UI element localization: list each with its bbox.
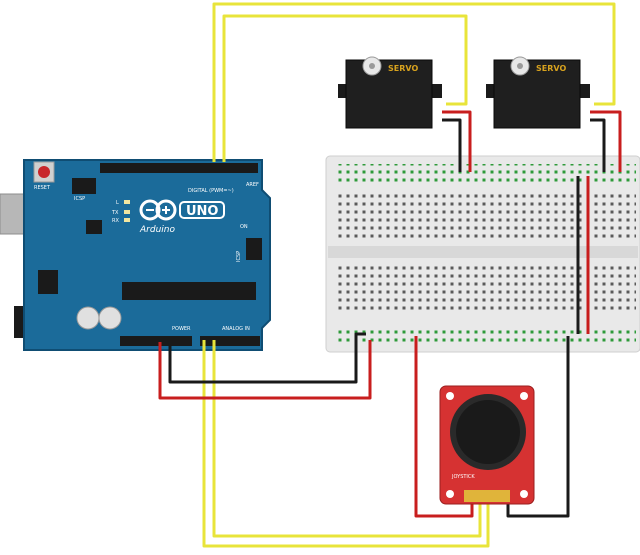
breadboard-grid-bottom (336, 264, 636, 312)
breadboard-grid-top (336, 192, 636, 240)
icsp2-header (72, 178, 96, 194)
wire-ground-joystick (506, 336, 570, 518)
wire-signal-joystick-2 (212, 340, 482, 538)
joystick-label: JOYSTICK (451, 474, 475, 480)
breadboard-channel (328, 246, 638, 258)
servo-left-tab-right (430, 84, 442, 98)
servo-right: SERVO (486, 56, 590, 129)
arduino-text: Arduino (139, 225, 175, 235)
on-led-label: ON (240, 224, 248, 230)
led-label-l: L (116, 200, 119, 206)
wire-power-arduino (158, 340, 372, 400)
aref-label: AREF (246, 182, 259, 188)
servo-left: SERVO (338, 56, 442, 129)
joystick-header (464, 490, 510, 502)
wire-signal-servo-right (212, 2, 616, 162)
analog-header (200, 336, 260, 346)
wire-ground-servo-left (442, 118, 462, 172)
analog-label: ANALOG IN (222, 326, 250, 332)
wire-power-servo-left (442, 110, 472, 172)
joystick-mount-hole-bl (446, 490, 454, 498)
joystick-cap (456, 400, 520, 464)
power-label: POWER (172, 326, 191, 332)
reset-button-cap (38, 166, 50, 178)
capacitor-2 (98, 306, 122, 330)
joystick-mount-hole-tl (446, 392, 454, 400)
servo-right-tab-right (578, 84, 590, 98)
icsp-label: ICSP (236, 251, 242, 262)
joystick-module: JOYSTICK (439, 385, 535, 505)
reset-label: RESET (34, 185, 51, 191)
servo-left-label: SERVO (388, 64, 418, 73)
atmega-chip (122, 282, 256, 300)
led-label-rx: RX (112, 218, 119, 224)
usb-chip (86, 220, 102, 234)
wire-power-servo-right (590, 110, 622, 172)
arduino-pcb (23, 159, 271, 351)
header-digital-label: DIGITAL (PWM=~) (188, 188, 234, 194)
power-header (120, 336, 192, 346)
servo-right-label: SERVO (536, 64, 566, 73)
wire-ground-servo-right (590, 118, 606, 172)
joystick-mount-hole-br (520, 490, 528, 498)
servo-left-horn-hub (369, 63, 375, 69)
wire-power-joystick (414, 336, 474, 518)
uno-badge (179, 201, 225, 219)
icsp2-label: ICSP (74, 196, 85, 202)
icsp-header (246, 238, 262, 260)
voltage-regulator (38, 270, 58, 294)
led-label-tx: TX (111, 210, 119, 216)
wire-signal-joystick-1 (202, 340, 490, 548)
servo-left-body (345, 59, 433, 129)
servo-right-body (493, 59, 581, 129)
wire-signal-servo-left (222, 14, 468, 162)
joystick-mount-hole-tr (520, 392, 528, 400)
wire-ground-arduino (168, 332, 366, 384)
breadboard (325, 155, 640, 353)
onboard-leds: L TX RX (111, 200, 130, 224)
uno-text: UNO (186, 204, 219, 219)
capacitor-1 (76, 306, 100, 330)
arduino-board: DIGITAL (PWM=~) RESET ICSP L TX RX UNO A… (0, 159, 271, 351)
arduino-logo: UNO Arduino (139, 199, 225, 235)
breadboard-bottom-rail (336, 326, 636, 344)
digital-header (100, 163, 258, 173)
breadboard-top-rail (336, 164, 636, 182)
servo-right-horn-hub (517, 63, 523, 69)
